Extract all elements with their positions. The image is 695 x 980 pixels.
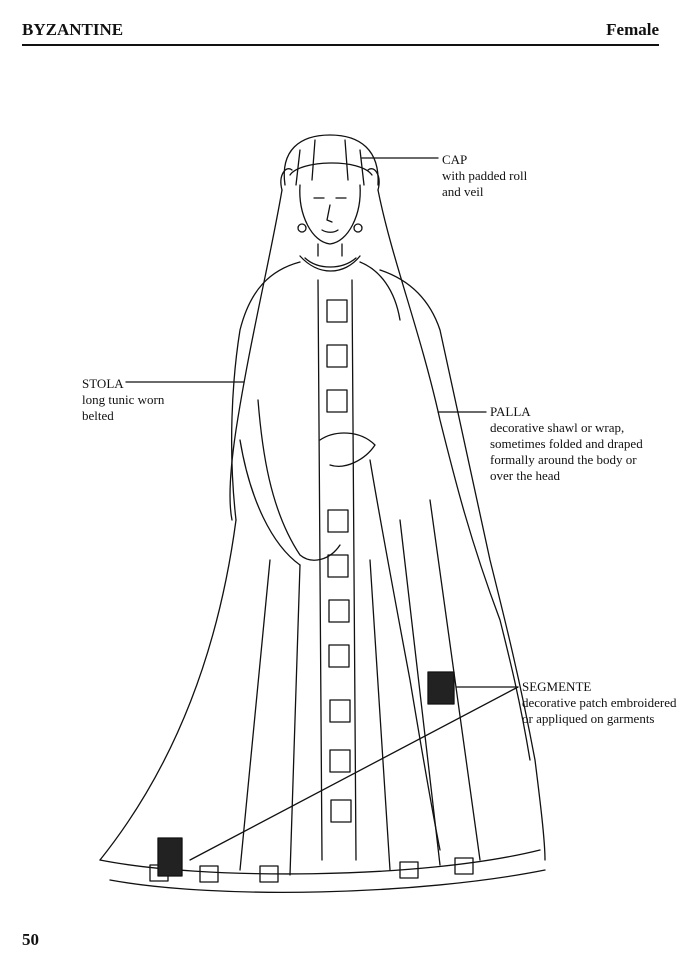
segmente-title: SEGMENTE [522,679,592,694]
cap [283,134,379,186]
veil [229,189,283,521]
band-patches [326,299,352,823]
segmente-label: SEGMENTE decorative patch embroidered or… [522,679,676,727]
palla-label: PALLA decorative shawl or wrap, sometime… [490,404,643,484]
palla-title: PALLA [490,404,531,419]
hem-patches [149,857,474,883]
cap-label: CAP with padded roll and veil [442,152,527,200]
segmente-desc-2: or appliqued on garments [522,711,655,726]
palla [379,269,546,861]
center-band [317,279,357,861]
face [299,184,361,245]
stola-desc-2: belted [82,408,114,423]
stola-label: STOLA long tunic worn belted [82,376,164,424]
category-title: Female [606,20,659,39]
cap-title: CAP [442,152,468,167]
palla-desc-1: decorative shawl or wrap, [490,420,625,435]
stola-desc-1: long tunic worn [82,392,165,407]
page-number: 50 [22,930,39,949]
segmente-patch-hem [157,837,183,877]
palla-desc-3: formally around the body or [490,452,637,467]
palla-desc-4: over the head [490,468,561,483]
hem [99,849,546,893]
header-rule [22,44,659,46]
cap-desc-2: and veil [442,184,484,199]
left-sleeve [257,399,341,561]
segmente-desc-1: decorative patch embroidered [522,695,677,710]
cap-desc-1: with padded roll [442,168,528,183]
stola-body [231,261,301,521]
segmente-patch-palla [427,671,455,705]
stola-title: STOLA [82,376,124,391]
palla-desc-2: sometimes folded and draped [490,436,643,451]
segmente-leader-2 [189,686,519,861]
skirt-folds [99,499,481,876]
section-title: BYZANTINE [22,20,124,39]
collar [299,255,361,272]
